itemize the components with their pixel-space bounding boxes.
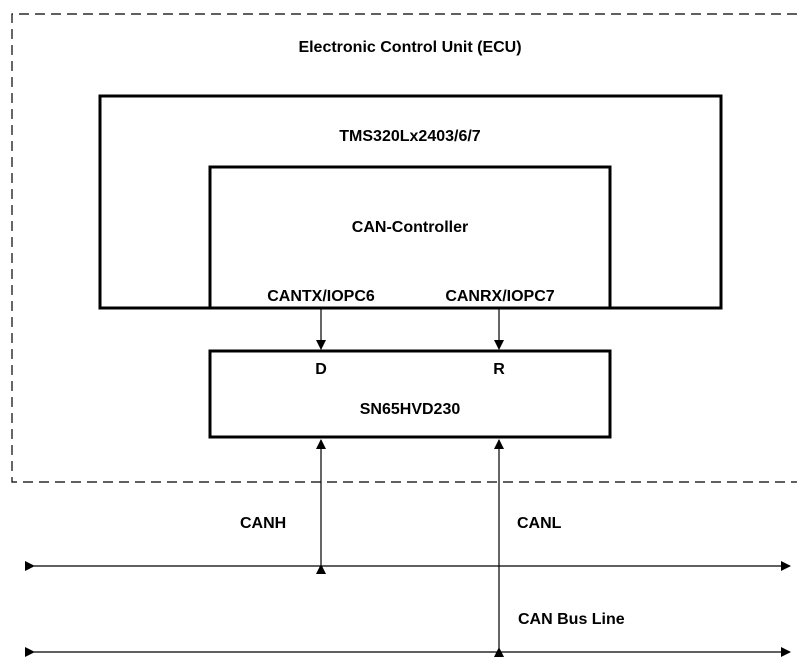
mcu-title: TMS320Lx2403/6/7 (339, 128, 481, 145)
ecu-title: Electronic Control Unit (ECU) (298, 39, 521, 56)
transceiver-r-pin: R (493, 361, 505, 378)
transceiver-title: SN65HVD230 (360, 401, 461, 418)
ecu-boundary (11, 13, 797, 483)
canrx-pin-label: CANRX/IOPC7 (445, 288, 554, 305)
can-controller-title: CAN-Controller (352, 219, 468, 236)
can-controller-box (208, 165, 612, 310)
transceiver-box (208, 349, 612, 439)
canh-label: CANH (240, 515, 286, 532)
transceiver-d-pin: D (315, 361, 327, 378)
can-bus-line-label: CAN Bus Line (518, 611, 625, 628)
canl-label: CANL (517, 515, 562, 532)
cantx-pin-label: CANTX/IOPC6 (267, 288, 375, 305)
